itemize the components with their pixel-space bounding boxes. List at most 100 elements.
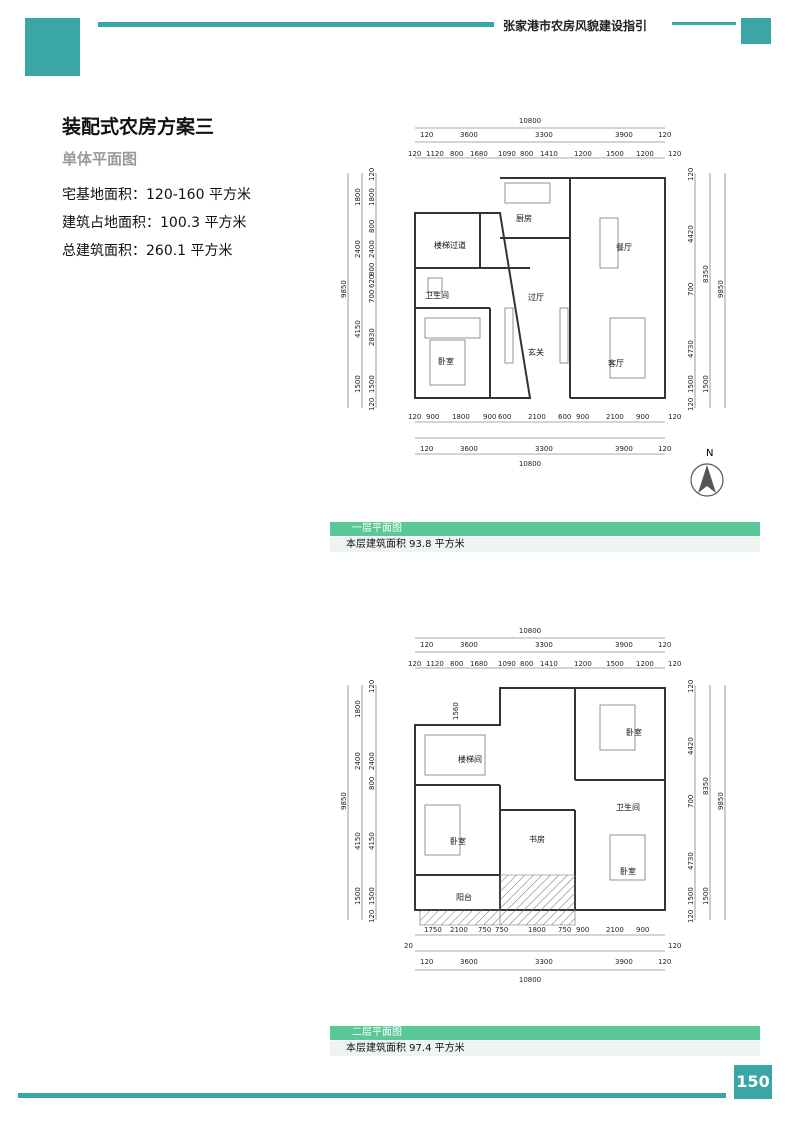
dim-right-minor-3: 4730 <box>687 852 695 870</box>
dim-right-minor-1: 4420 <box>687 225 695 243</box>
dim-left-minor-2: 800 <box>368 220 376 233</box>
dim-right-major-0: 8350 <box>702 777 710 795</box>
dim-top-minor-9: 1200 <box>636 150 654 158</box>
header-rule <box>98 22 494 27</box>
dim-top-major-1: 3600 <box>460 131 478 139</box>
dim-top-minor-3: 1680 <box>470 150 488 158</box>
room-label: 书房 <box>529 834 545 844</box>
corner-block-right <box>741 18 771 44</box>
dim-left-minor-3: 800 <box>368 777 376 790</box>
dim-bottom-major-0: 120 <box>420 958 433 966</box>
dim-bottom-minor-2: 2100 <box>450 926 468 934</box>
spec-list: 宅基地面积：120-160 平方米 建筑占地面积：100.3 平方米 总建筑面积… <box>62 184 251 268</box>
dim-top-minor-6: 1410 <box>540 660 558 668</box>
north-label: N <box>706 448 713 459</box>
dim-total-top: 10800 <box>519 117 541 125</box>
dim-top-major-4: 120 <box>658 131 671 139</box>
page-number: 150 <box>734 1065 772 1099</box>
dim-bottom-minor-5: 2100 <box>528 413 546 421</box>
dim-left-major-1: 2400 <box>354 240 362 258</box>
dim-top-minor-9: 1200 <box>636 660 654 668</box>
dim-right-total: 9850 <box>717 792 725 810</box>
dim-left-major-2: 4150 <box>354 320 362 338</box>
room-label: 餐厅 <box>616 243 632 252</box>
header-title: 张家港市农房风貌建设指引 <box>503 19 648 33</box>
floor-plan-2: 10800 120 3600 3300 3900 120 120 1120 80… <box>340 627 726 984</box>
floor-plan-1: 10800 120 3600 3300 3900 120 120 1120 80… <box>340 117 726 497</box>
page-title: 装配式农房方案三 <box>62 116 215 138</box>
spec-footprint-area: 建筑占地面积：100.3 平方米 <box>62 215 247 231</box>
dim-bottom-minor-0: 20 <box>404 942 413 950</box>
dim-bottom-minor-9: 900 <box>636 413 649 421</box>
dim-bottom-minor-8: 2100 <box>606 413 624 421</box>
dim-top-minor-1: 1120 <box>426 150 444 158</box>
dim-bottom-major-1: 3600 <box>460 445 478 453</box>
dim-right-minor-1: 4420 <box>687 737 695 755</box>
dim-top-minor-4: 1090 <box>498 660 516 668</box>
dim-top-minor-2: 800 <box>450 660 463 668</box>
dim-top-minor-3: 1680 <box>470 660 488 668</box>
dim-top-minor-0: 120 <box>408 150 421 158</box>
dim-right-minor-5: 120 <box>687 398 695 411</box>
dim-left-minor-3: 2400 <box>368 240 376 258</box>
dim-bottom-major-0: 120 <box>420 445 433 453</box>
dim-total-top: 10800 <box>519 627 541 635</box>
dim-bottom-major-1: 3600 <box>460 958 478 966</box>
dim-bottom-major-4: 120 <box>658 445 671 453</box>
dim-left-major-3: 1500 <box>354 375 362 393</box>
room-label: 卧室 <box>438 356 454 366</box>
dim-right-minor-4: 1500 <box>687 887 695 905</box>
dim-left-minor-6: 700 <box>368 290 376 303</box>
dim-right-minor-5: 120 <box>687 910 695 923</box>
dim-top-major-2: 3300 <box>535 131 553 139</box>
dim-top-major-1: 3600 <box>460 641 478 649</box>
dim-left-minor-2: 2400 <box>368 752 376 770</box>
dim-top-minor-4: 1090 <box>498 150 516 158</box>
dim-bottom-minor-3: 900 <box>483 413 496 421</box>
dim-top-major-4: 120 <box>658 641 671 649</box>
dim-top-minor-7: 1200 <box>574 150 592 158</box>
dim-bottom-minor-8: 2100 <box>606 926 624 934</box>
dim-left-minor-5: 620 <box>368 275 376 288</box>
compass-icon <box>690 463 724 497</box>
room-label: 过厅 <box>528 292 544 302</box>
dim-total-bottom: 10800 <box>519 976 541 984</box>
dim-left-major-1: 2400 <box>354 752 362 770</box>
dim-bottom-minor-6: 600 <box>558 413 571 421</box>
dim-bottom-minor-6: 750 <box>558 926 571 934</box>
dim-right-major-1: 1500 <box>702 375 710 393</box>
room-label: 玄关 <box>528 347 544 357</box>
dim-right-minor-4: 1500 <box>687 375 695 393</box>
room-label: 卫生间 <box>616 802 640 812</box>
dim-bottom-minor-5: 1800 <box>528 926 546 934</box>
dim-right-major-0: 8350 <box>702 265 710 283</box>
north-arrow-icon <box>698 465 716 493</box>
dim-left-minor-4: 4150 <box>368 832 376 850</box>
dim-left-minor-0: 120 <box>368 680 376 693</box>
header-rule-short <box>672 22 736 25</box>
dim-left-major-0: 1800 <box>354 188 362 206</box>
dim-bottom-major-2: 3300 <box>535 958 553 966</box>
dim-right-minor-0: 120 <box>687 680 695 693</box>
room-label: 厨房 <box>516 213 532 223</box>
dim-top-major-3: 3900 <box>615 131 633 139</box>
dim-left-minor-1: 1800 <box>368 188 376 206</box>
dim-bottom-major-3: 3900 <box>615 445 633 453</box>
plan-2-area: 本层建筑面积 97.4 平方米 <box>330 1041 760 1056</box>
dim-right-major-1: 1500 <box>702 887 710 905</box>
footer-rule <box>18 1093 726 1098</box>
dim-left-major-2: 4150 <box>354 832 362 850</box>
dim-total-bottom: 10800 <box>519 460 541 468</box>
dim-bottom-minor-3: 750 <box>478 926 491 934</box>
dim-top-minor-8: 1500 <box>606 150 624 158</box>
spec-site-area: 宅基地面积：120-160 平方米 <box>62 187 251 203</box>
dim-right-minor-2: 700 <box>687 795 695 808</box>
dim-left-minor-5: 1500 <box>368 887 376 905</box>
dim-bottom-minor-2: 1800 <box>452 413 470 421</box>
dim-top-minor-6: 1410 <box>540 150 558 158</box>
dim-right-total: 9850 <box>717 280 725 298</box>
room-label: 卫生间 <box>425 290 449 300</box>
dim-top-major-0: 120 <box>420 131 433 139</box>
page-subtitle: 单体平面图 <box>62 150 138 168</box>
dim-top-minor-8: 1500 <box>606 660 624 668</box>
